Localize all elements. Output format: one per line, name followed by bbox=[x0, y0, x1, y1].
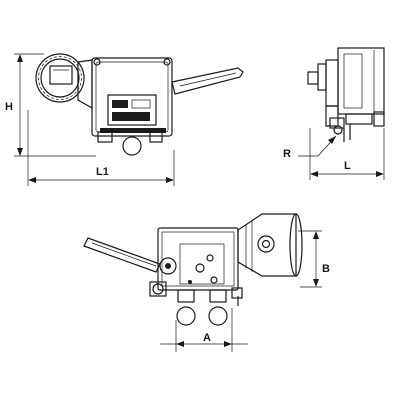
label-l1: L1 bbox=[96, 166, 109, 178]
bottom-view bbox=[83, 213, 303, 326]
dimension-l1: L1 bbox=[27, 110, 175, 186]
front-housing bbox=[91, 57, 173, 137]
front-neck bbox=[77, 59, 93, 110]
front-gauge-ribs bbox=[38, 56, 82, 100]
bottom-lever-arm bbox=[83, 237, 161, 273]
bottom-port-left bbox=[176, 306, 196, 326]
side-body bbox=[325, 59, 339, 107]
label-h: H bbox=[5, 101, 13, 113]
bottom-body bbox=[157, 227, 239, 291]
dimension-a: A bbox=[160, 308, 248, 352]
label-l: L bbox=[344, 160, 351, 172]
front-lever-arm bbox=[171, 67, 244, 95]
label-b: B bbox=[322, 263, 330, 275]
front-view bbox=[35, 53, 244, 156]
bottom-cylinder bbox=[237, 213, 297, 277]
front-gauge-window bbox=[49, 65, 73, 85]
side-view bbox=[307, 47, 385, 142]
front-display-module bbox=[107, 94, 157, 126]
dimension-r: R bbox=[283, 135, 337, 160]
bottom-cylinder-port bbox=[257, 235, 275, 253]
front-gauge-inner bbox=[40, 58, 80, 98]
label-a: A bbox=[203, 332, 211, 344]
side-cover bbox=[337, 47, 385, 115]
dimension-l: L bbox=[309, 128, 385, 180]
front-bottom-connector bbox=[122, 136, 142, 156]
bottom-port-right bbox=[208, 306, 228, 326]
dimension-h: H bbox=[5, 53, 96, 157]
label-r: R bbox=[283, 148, 291, 160]
dimension-b: B bbox=[298, 230, 330, 288]
front-gauge-outer bbox=[35, 53, 85, 103]
